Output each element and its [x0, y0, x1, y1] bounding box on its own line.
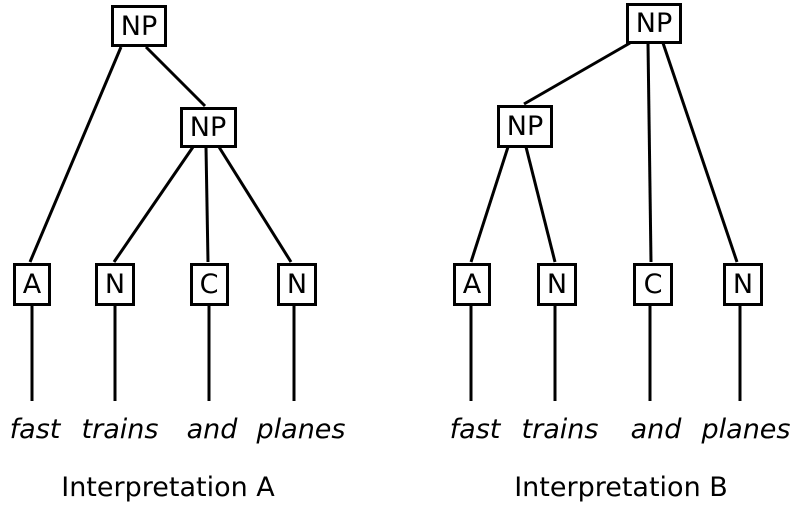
tree-node-interpretation-b-n2: N: [723, 262, 763, 306]
edge-interpretation-b-np-root-to-np-inner: [523, 41, 631, 106]
edge-interpretation-a-np-inner-to-n1: [112, 146, 195, 263]
leaf-word-interpretation-a-fast: fast: [9, 414, 61, 445]
tree-node-interpretation-a-a: A: [13, 262, 51, 306]
edge-interpretation-a-np-inner-to-n2: [217, 146, 293, 263]
leaf-word-interpretation-a-planes: planes: [256, 414, 346, 445]
edge-interpretation-b-np-root-to-c: [646, 42, 653, 263]
tree-node-interpretation-b-n1: N: [537, 262, 577, 306]
tree-node-interpretation-a-np-root: NP: [111, 5, 167, 47]
leaf-word-interpretation-b-planes: planes: [701, 414, 791, 445]
tree-node-interpretation-b-np-root: NP: [626, 2, 682, 44]
leaf-word-interpretation-a-trains: trains: [81, 414, 159, 445]
caption-interpretation-a: Interpretation A: [61, 472, 275, 503]
tree-node-interpretation-a-n2: N: [277, 262, 317, 306]
leaf-word-interpretation-b-and: and: [630, 414, 682, 445]
edge-interpretation-b-np-inner-to-n1: [524, 146, 557, 263]
tree-node-interpretation-a-n1: N: [95, 262, 135, 306]
tree-node-interpretation-b-c: C: [633, 262, 673, 306]
edge-interpretation-b-np-inner-to-a: [469, 146, 510, 263]
tree-node-interpretation-a-np-inner: NP: [179, 106, 237, 148]
leaf-word-interpretation-a-and: and: [186, 414, 238, 445]
leaf-word-interpretation-b-fast: fast: [449, 414, 501, 445]
edge-interpretation-a-np-root-to-np-inner: [144, 45, 207, 108]
tree-node-interpretation-b-np-inner: NP: [497, 104, 553, 148]
tree-node-interpretation-a-c: C: [189, 262, 229, 306]
edge-interpretation-a-np-root-to-a: [28, 46, 123, 263]
edge-interpretation-b-np-root-to-n2: [661, 42, 739, 263]
edge-interpretation-a-np-inner-to-c: [204, 146, 210, 263]
tree-node-interpretation-b-a: A: [453, 262, 491, 306]
leaf-word-interpretation-b-trains: trains: [521, 414, 599, 445]
caption-interpretation-b: Interpretation B: [514, 472, 728, 503]
